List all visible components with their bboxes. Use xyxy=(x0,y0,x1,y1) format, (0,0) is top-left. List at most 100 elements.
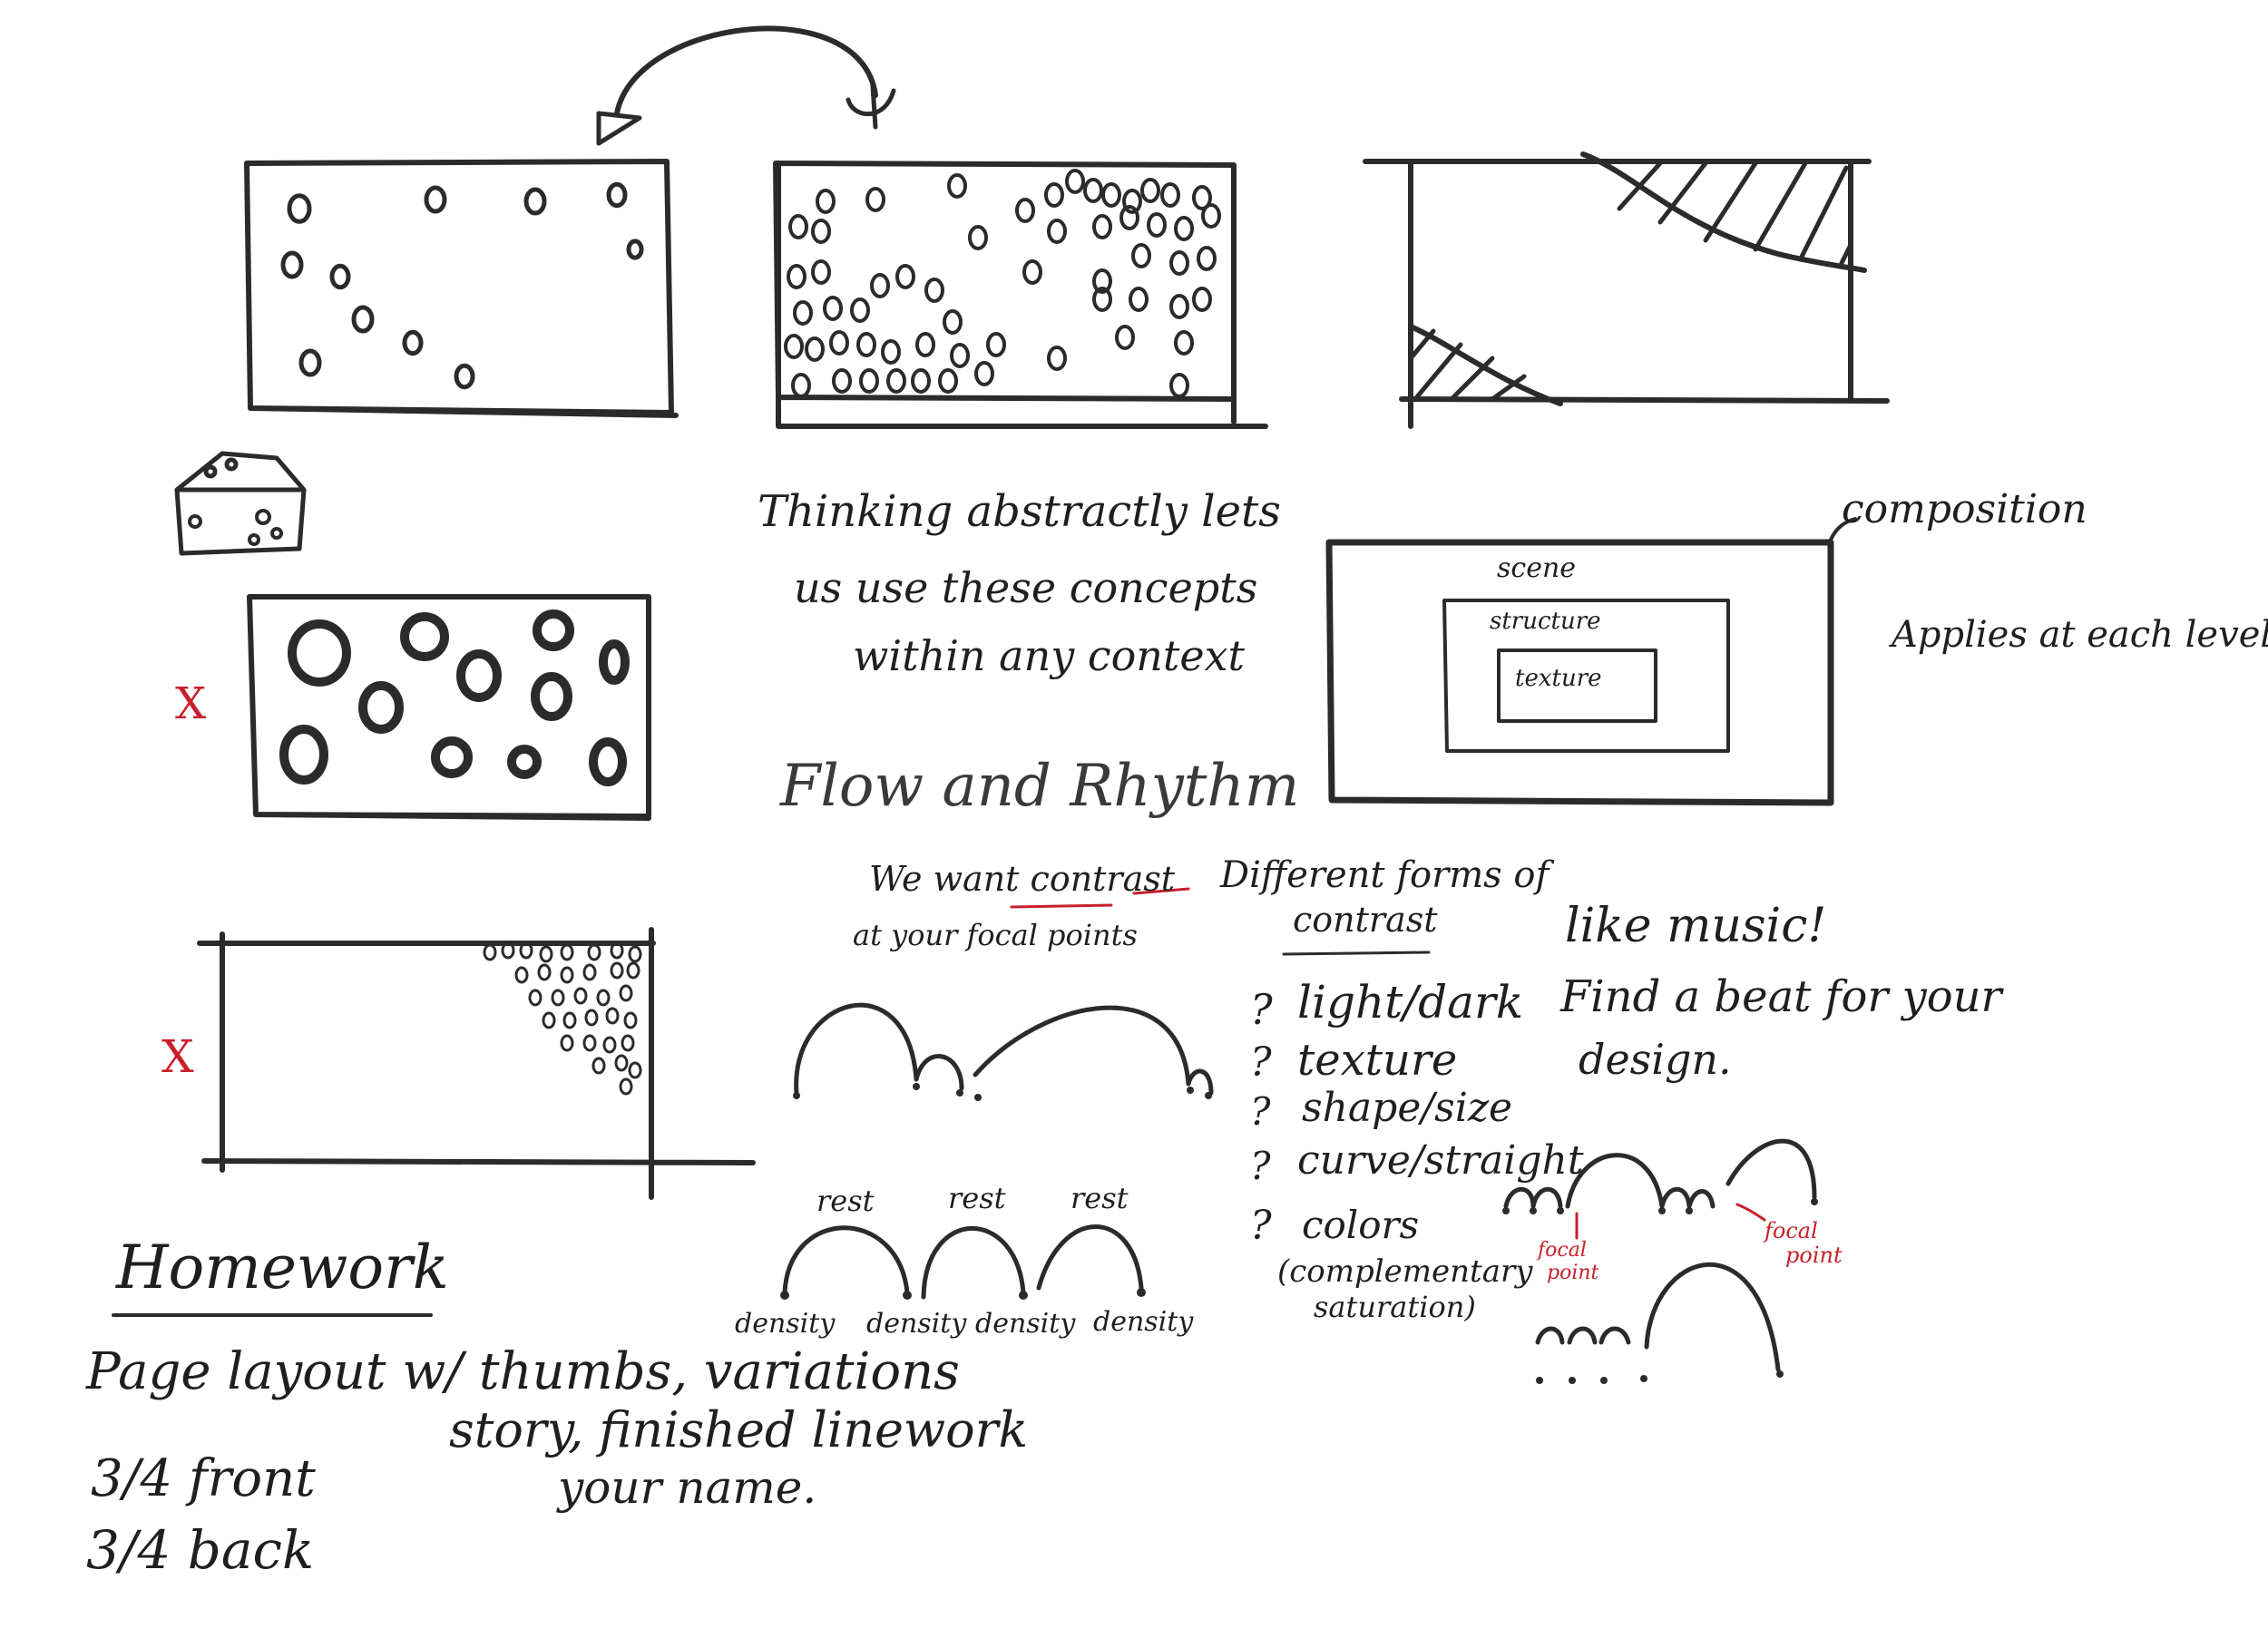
sketch-circle xyxy=(1201,203,1221,229)
bullet-1: ? xyxy=(1250,985,1273,1034)
bold-circle xyxy=(431,736,473,778)
sketch-circle xyxy=(280,250,304,279)
list-item-colors: colors xyxy=(1302,1203,1420,1247)
small-circle xyxy=(562,1011,577,1029)
sketch-circle xyxy=(1092,268,1112,294)
sketch-circle xyxy=(351,305,375,334)
bold-circle xyxy=(279,725,328,785)
panel-corner-circles xyxy=(197,927,756,1200)
flow-title: Flow and Rhythm xyxy=(780,753,1300,820)
bold-circle xyxy=(507,745,542,779)
sketch-circle xyxy=(886,368,906,394)
list-item-curve-straight: curve/straight xyxy=(1297,1137,1584,1184)
sketch-circle xyxy=(454,363,475,390)
small-circle xyxy=(621,1034,635,1052)
small-circle xyxy=(560,966,574,984)
rest-label-2: rest xyxy=(948,1181,1006,1215)
list-item-shape-size: shape/size xyxy=(1302,1085,1513,1131)
sketch-circle xyxy=(1129,287,1149,312)
reject-mark-1: X xyxy=(175,678,207,729)
bold-circle xyxy=(599,639,630,685)
small-circle xyxy=(537,963,552,981)
sketch-circle xyxy=(816,189,836,214)
density-label-1: density xyxy=(735,1308,836,1340)
music-note-line-2: Find a beat for your xyxy=(1560,971,2002,1022)
sketch-circle xyxy=(829,330,849,356)
sketch-circle xyxy=(298,348,322,377)
small-circle xyxy=(528,989,543,1007)
bold-circle xyxy=(358,681,404,734)
small-circle xyxy=(619,984,633,1002)
scene-label: scene xyxy=(1497,552,1577,584)
small-circle xyxy=(551,989,565,1007)
bold-circle xyxy=(456,649,502,702)
abstract-note-line-1: Thinking abstractly lets xyxy=(758,486,1281,537)
sketch-circle xyxy=(823,296,843,321)
small-circle xyxy=(628,1061,642,1079)
sketch-circle xyxy=(1131,243,1151,268)
small-circle xyxy=(610,941,624,960)
sketch-circle xyxy=(870,273,890,298)
sketch-circle xyxy=(924,278,944,303)
sketch-circle xyxy=(1092,214,1112,239)
density-label-4: density xyxy=(1093,1306,1194,1338)
sketch-circle xyxy=(1197,246,1217,271)
homework-item-front: 3/4 front xyxy=(91,1449,316,1508)
cheese-doodle xyxy=(174,451,307,556)
sketch-circle xyxy=(1147,212,1167,238)
bold-circle xyxy=(400,612,449,661)
sketch-circle xyxy=(938,368,958,394)
small-circle xyxy=(483,943,497,961)
sketch-circle xyxy=(1047,346,1067,371)
sketch-circle xyxy=(1169,294,1189,319)
sketch-circle xyxy=(881,339,901,365)
rest-label-1: rest xyxy=(816,1184,875,1218)
sketch-circle xyxy=(974,361,994,386)
sketch-circle xyxy=(1101,182,1121,208)
small-circle xyxy=(619,1077,633,1096)
swap-arrow xyxy=(596,25,896,146)
sketch-circle xyxy=(911,368,931,394)
sketch-circle xyxy=(1015,198,1035,223)
music-note-line-1: like music! xyxy=(1565,899,1827,953)
sketch-circle xyxy=(1140,178,1160,203)
bold-circle xyxy=(531,672,572,721)
contrast-note-line-1: We want contrast xyxy=(869,859,1176,899)
small-circle xyxy=(582,963,597,981)
small-circle xyxy=(614,1054,629,1072)
flow-arcs xyxy=(793,1002,1214,1101)
sketch-circle xyxy=(915,332,935,357)
forms-note-line-2: contrast xyxy=(1293,900,1438,940)
sketch-circle xyxy=(865,187,885,212)
abstract-note-line-3: within any context xyxy=(853,631,1246,680)
sketch-circle xyxy=(1169,373,1189,398)
forms-note-line-1: Different forms of xyxy=(1220,854,1549,896)
density-label-3: density xyxy=(975,1308,1076,1340)
bold-circle xyxy=(589,737,627,786)
sketch-circle xyxy=(811,259,831,285)
homework-item-back: 3/4 back xyxy=(86,1519,315,1581)
rest-label-3: rest xyxy=(1070,1181,1129,1215)
structure-label: structure xyxy=(1490,608,1601,635)
sketch-circle xyxy=(805,336,825,362)
sketch-circle xyxy=(1119,205,1139,230)
homework-line-2: story, finished linework xyxy=(449,1401,1029,1458)
list-sub-line-2: saturation) xyxy=(1314,1290,1476,1324)
bullet-4: ? xyxy=(1250,1144,1271,1188)
sketch-circle xyxy=(1044,182,1064,208)
small-circle xyxy=(605,1007,620,1025)
focal-label-2: focal xyxy=(1765,1218,1818,1243)
sketch-circle xyxy=(832,368,852,394)
sketch-circle xyxy=(968,225,988,250)
small-circle xyxy=(501,941,515,960)
bullet-5: ? xyxy=(1250,1203,1272,1249)
list-item-texture: texture xyxy=(1297,1035,1458,1086)
sketch-circle xyxy=(850,297,870,323)
list-item-light-dark: light/dark xyxy=(1297,976,1524,1029)
sketch-circle xyxy=(784,334,804,359)
sketch-circle xyxy=(811,219,831,244)
beat-arcs xyxy=(1502,1138,1818,1384)
panel-hatched-corners xyxy=(1363,151,1890,429)
